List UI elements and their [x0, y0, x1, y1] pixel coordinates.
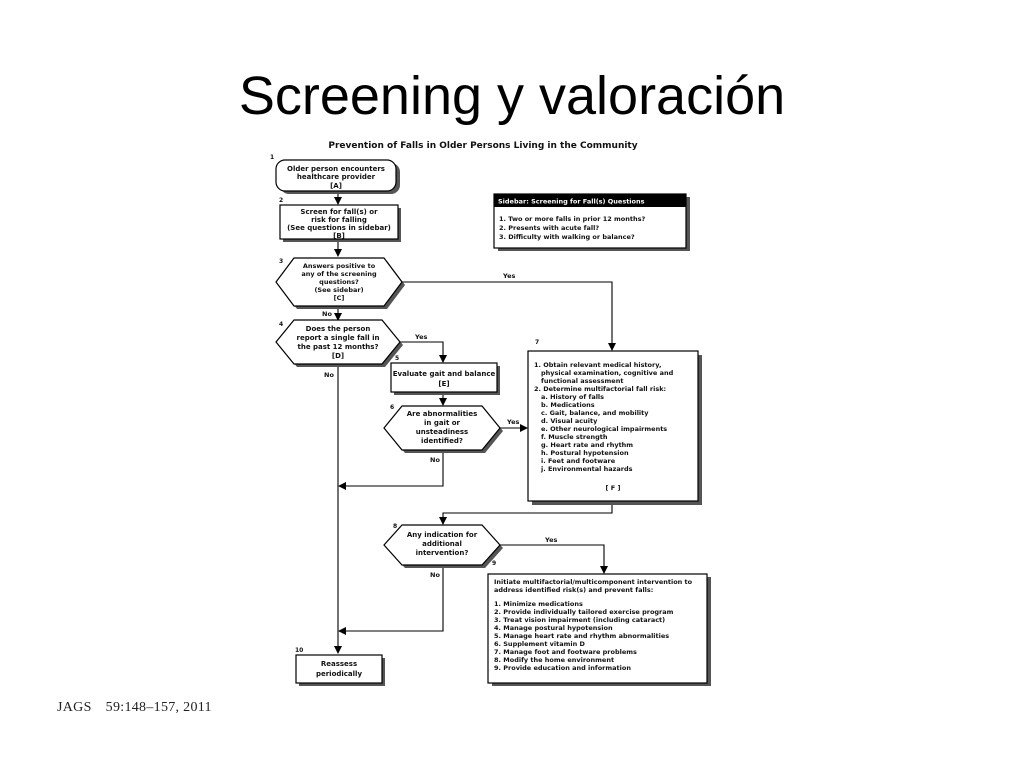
step-number: 9 [492, 560, 496, 567]
box-7-line: i. Feet and footware [541, 457, 616, 465]
yes-label: Yes [502, 272, 516, 280]
box-1-line: Older person encounters [287, 165, 385, 173]
box-1-line: healthcare provider [297, 173, 376, 181]
box-9-line: 3. Treat vision impairment (including ca… [494, 616, 665, 624]
slide-title: Screening y valoración [238, 66, 786, 126]
box-7-line: functional assessment [541, 377, 623, 385]
sidebar-item: 1. Two or more falls in prior 12 months? [499, 215, 645, 223]
box-7-line: a. History of falls [541, 393, 604, 401]
yes-label: Yes [414, 333, 428, 341]
box-1-line: [A] [330, 182, 342, 190]
step-number: 6 [390, 404, 394, 411]
box-9-line: 5. Manage heart rate and rhythm abnormal… [494, 632, 669, 640]
sidebar-item: 2. Presents with acute fall? [499, 224, 599, 232]
step-number: 1 [270, 154, 274, 161]
box-9-line: 9. Provide education and information [494, 664, 631, 672]
box-8-line: Any indication for [407, 531, 478, 539]
box-2-line: risk for falling [311, 216, 367, 224]
box-6-line: in gait or [424, 419, 461, 427]
box-3-line: [C] [334, 294, 345, 302]
box-8-decision-intervention: Any indication for additional interventi… [383, 524, 503, 568]
box-9-line: 4. Manage postural hypotension [494, 624, 613, 632]
box-3-decision-screening: Answers positive to any of the screening… [275, 257, 405, 309]
box-2-screen: Screen for fall(s) or risk for falling (… [279, 204, 401, 242]
box-7-line: b. Medications [541, 401, 595, 409]
box-4-line: [D] [332, 352, 344, 360]
box-7-line: f. Muscle strength [541, 433, 608, 441]
box-4-decision-single-fall: Does the person report a single fall in … [275, 319, 403, 367]
no-label: No [430, 571, 440, 579]
box-5-line: [E] [438, 380, 449, 388]
box-3-line: Answers positive to [303, 262, 376, 270]
box-6-line: identified? [421, 437, 463, 445]
citation-reference: 59:148–157, 2011 [105, 700, 212, 715]
no-label: No [324, 371, 334, 379]
step-number: 10 [295, 647, 303, 654]
box-1-encounter: Older person encounters healthcare provi… [275, 159, 400, 194]
box-10-line: periodically [316, 670, 363, 678]
box-5-evaluate-gait: Evaluate gait and balance [E] [390, 362, 500, 395]
box-7-assessment: 1. Obtain relevant medical history, phys… [527, 350, 702, 505]
box-7-line: d. Visual acuity [541, 417, 598, 425]
box-4-line: report a single fall in [297, 334, 380, 342]
box-5-line: Evaluate gait and balance [393, 370, 496, 378]
sidebar-screening-questions: Sidebar: Screening for Fall(s) Questions… [493, 193, 690, 251]
step-number: 8 [393, 523, 397, 530]
sidebar-item: 3. Difficulty with walking or balance? [499, 233, 635, 241]
box-3-line: (See sidebar) [314, 286, 363, 294]
box-10-line: Reassess [321, 660, 357, 668]
box-6-decision-abnormalities: Are abnormalities in gait or unsteadines… [383, 405, 503, 453]
sidebar-header: Sidebar: Screening for Fall(s) Questions [498, 198, 645, 206]
box-7-line: [ F ] [606, 484, 621, 492]
box-2-line: (See questions in sidebar) [287, 224, 391, 232]
citation-journal: JAGS [57, 700, 92, 715]
box-7-line: e. Other neurological impairments [541, 425, 667, 433]
box-7-line: 1. Obtain relevant medical history, [534, 361, 661, 369]
no-label: No [430, 456, 440, 464]
box-9-line: 1. Minimize medications [494, 600, 583, 608]
box-7-line: g. Heart rate and rhythm [541, 441, 633, 449]
box-9-line: 6. Supplement vitamin D [494, 640, 586, 648]
box-6-line: Are abnormalities [407, 410, 478, 418]
box-9-line: 7. Manage foot and footware problems [494, 648, 637, 656]
step-number: 5 [395, 355, 399, 362]
box-8-line: additional [422, 540, 462, 548]
box-2-line: [B] [333, 232, 345, 240]
box-6-line: unsteadiness [416, 428, 468, 436]
box-9-intervention: Initiate multifactorial/multicomponent i… [487, 573, 711, 686]
step-number: 2 [279, 197, 283, 204]
box-3-line: questions? [319, 278, 359, 286]
box-9-line: 2. Provide individually tailored exercis… [494, 608, 674, 616]
box-7-line: j. Environmental hazards [540, 465, 633, 473]
box-10-reassess: Reassess periodically [295, 654, 385, 686]
step-number: 7 [535, 339, 539, 346]
citation: JAGS 59:148–157, 2011 [57, 700, 212, 716]
box-4-line: the past 12 months? [297, 343, 378, 351]
box-7-line: physical examination, cognitive and [541, 369, 674, 377]
box-8-line: intervention? [416, 549, 469, 557]
no-label: No [322, 310, 332, 318]
box-9-line: Initiate multifactorial/multicomponent i… [494, 578, 693, 586]
box-3-line: any of the screening [301, 270, 377, 278]
flowchart-title: Prevention of Falls in Older Persons Liv… [328, 141, 637, 151]
box-4-line: Does the person [306, 325, 371, 333]
yes-label: Yes [506, 418, 520, 426]
step-number: 4 [279, 321, 283, 328]
step-number: 3 [279, 258, 283, 265]
box-7-line: c. Gait, balance, and mobility [541, 409, 649, 417]
box-2-line: Screen for fall(s) or [300, 208, 378, 216]
box-9-line: 8. Modify the home environment [494, 656, 614, 664]
box-7-line: h. Postural hypotension [541, 449, 629, 457]
yes-label: Yes [544, 536, 558, 544]
step-numbers: 1 2 3 4 5 6 7 8 9 10 [270, 154, 539, 654]
connectors [334, 193, 616, 654]
box-7-line: 2. Determine multifactorial fall risk: [534, 385, 666, 393]
box-9-line: address identified risk(s) and prevent f… [494, 586, 653, 594]
branch-labels: Yes No Yes No Yes No Yes No [322, 272, 558, 579]
